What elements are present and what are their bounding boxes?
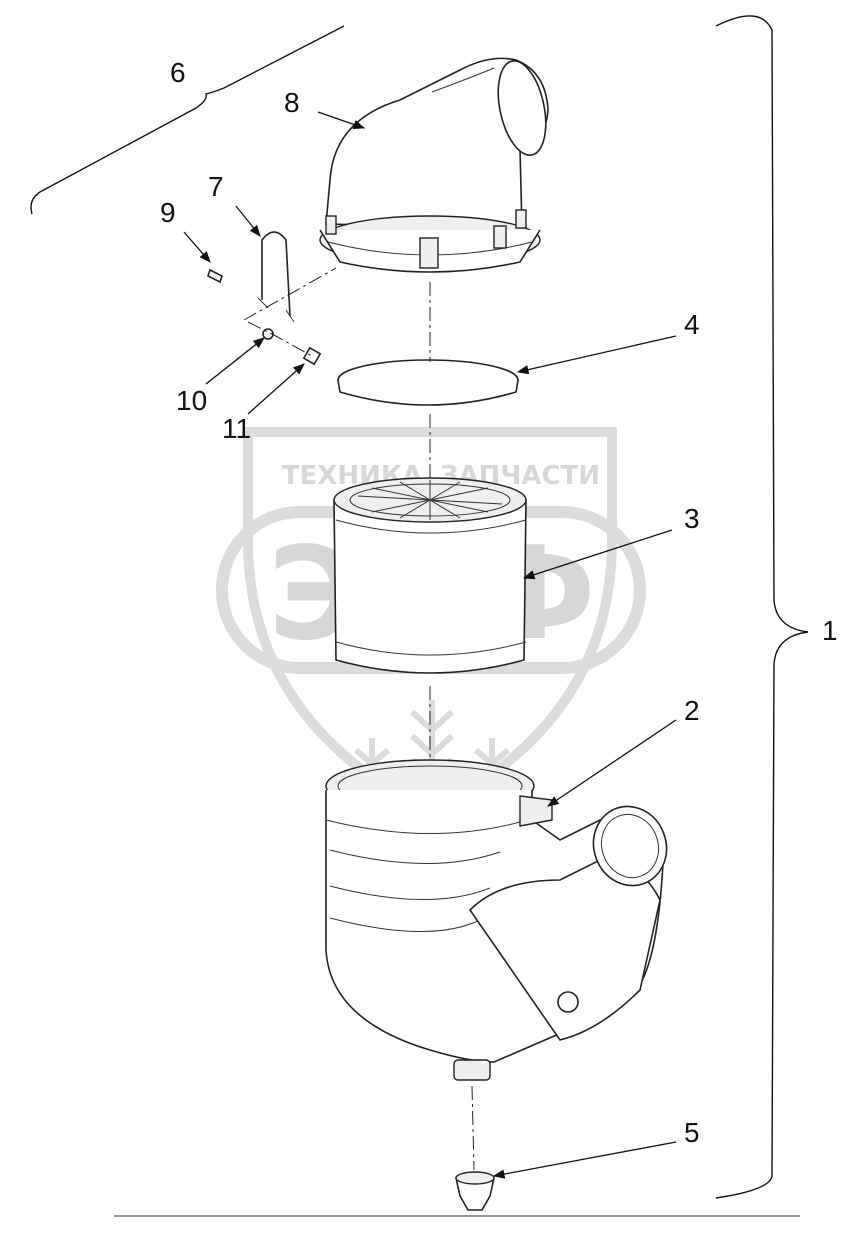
part-safety-filter-disc bbox=[337, 359, 519, 406]
fastener-axis-line bbox=[243, 267, 337, 357]
subassembly-bracket bbox=[30, 25, 345, 215]
part-dust-valve bbox=[455, 1171, 495, 1211]
callout-7: 7 bbox=[208, 171, 224, 202]
assembly-bracket bbox=[715, 15, 809, 1199]
callout-1: 1 bbox=[822, 615, 838, 646]
callout-2: 2 bbox=[684, 695, 700, 726]
callout-9: 9 bbox=[160, 197, 176, 228]
part-cover-elbow bbox=[319, 57, 549, 273]
leader-lines bbox=[183, 111, 677, 1179]
part-nut bbox=[302, 346, 322, 366]
callout-6: 6 bbox=[170, 57, 186, 88]
part-housing bbox=[325, 759, 668, 1081]
callout-10: 10 bbox=[176, 385, 207, 416]
callout-5: 5 bbox=[684, 1117, 700, 1148]
callout-4: 4 bbox=[684, 309, 700, 340]
callout-11: 11 bbox=[222, 413, 251, 444]
part-screw bbox=[207, 268, 223, 284]
callout-3: 3 bbox=[684, 503, 700, 534]
part-wire-handle bbox=[257, 231, 295, 323]
callout-8: 8 bbox=[284, 87, 300, 118]
part-filter-element bbox=[333, 477, 527, 674]
assembly-axis-line bbox=[429, 282, 475, 1171]
